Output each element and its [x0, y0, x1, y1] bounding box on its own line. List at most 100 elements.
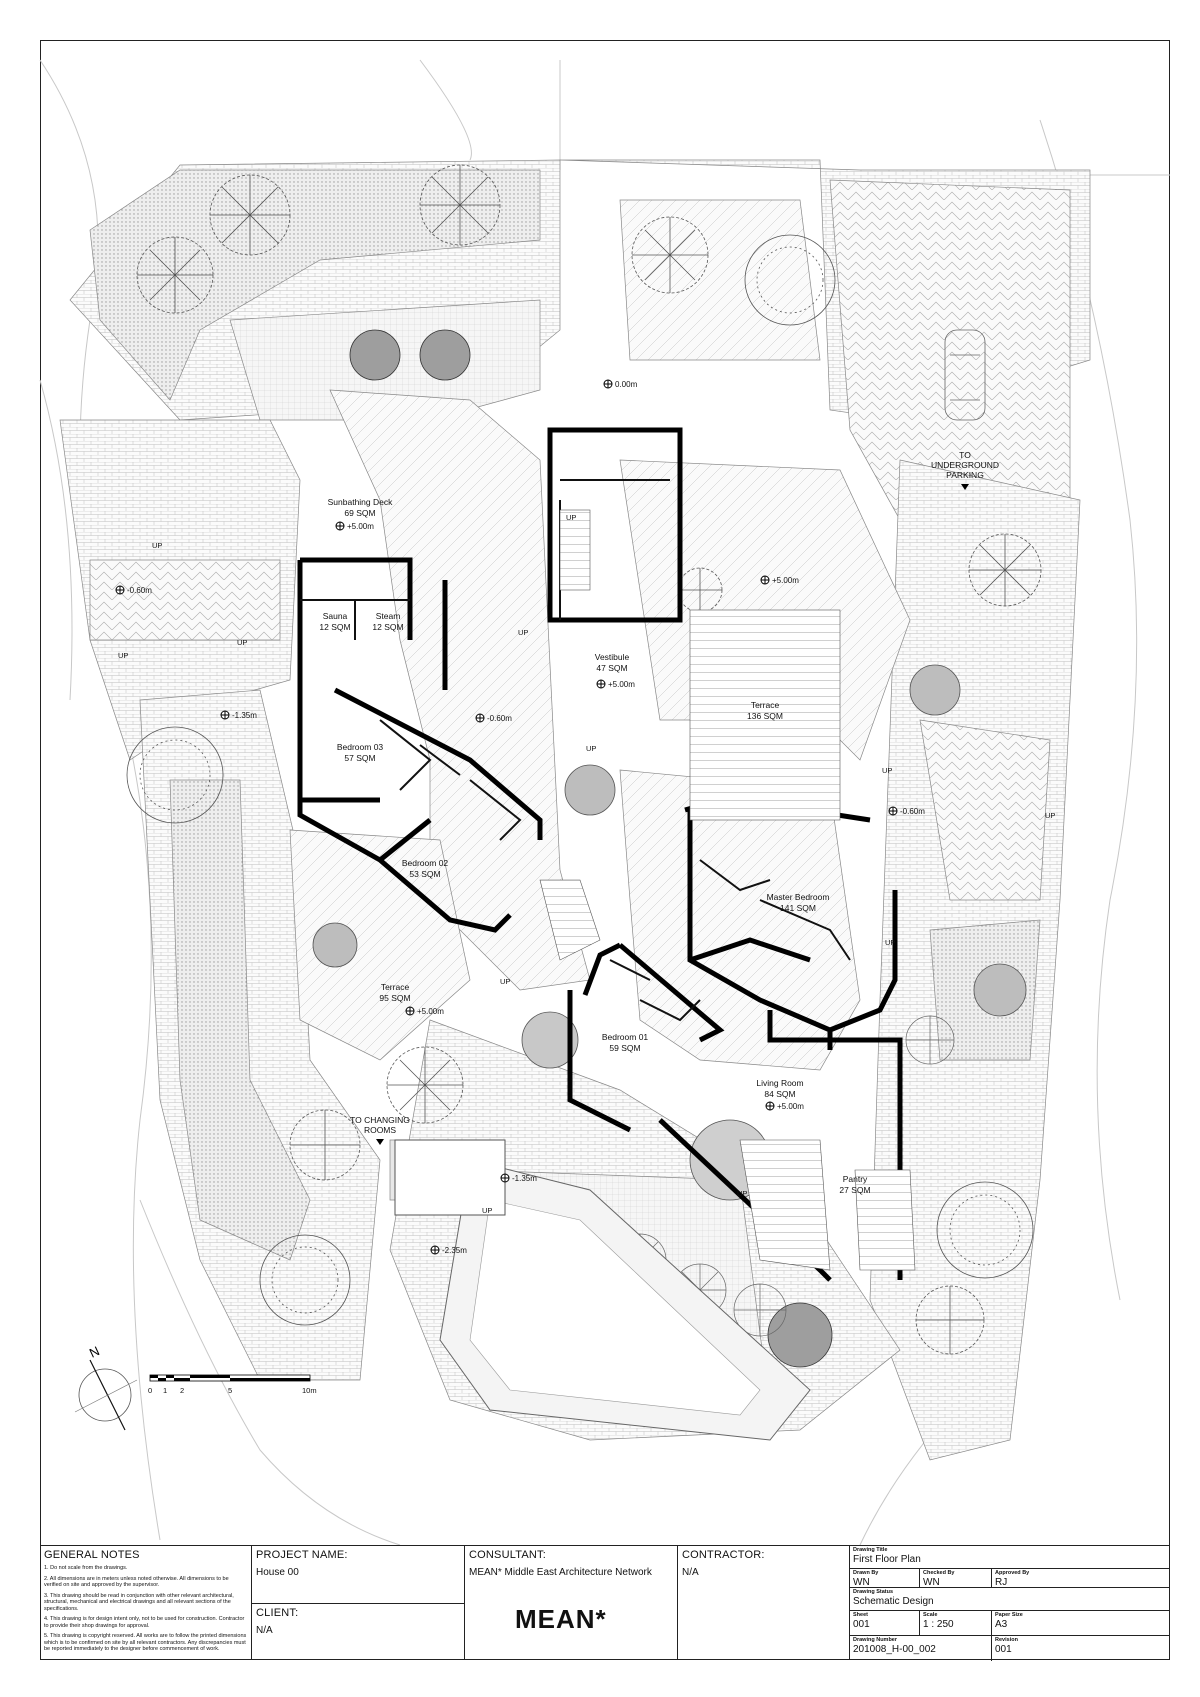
level-marker-pool-upper: -1.35m [500, 1173, 537, 1183]
client-label: CLIENT: [256, 1607, 299, 1619]
sauna-area: 12 SQM [319, 622, 350, 632]
level-marker-left-upper: -0.60m [115, 585, 152, 595]
canopy-tree-1 [744, 234, 836, 326]
up-label-5: UP [518, 628, 528, 637]
checked-by-label: Checked By [923, 1570, 955, 1576]
stair-core-walls [547, 427, 683, 623]
paper-label: Paper Size [995, 1612, 1023, 1618]
note-4: 4. This drawing is for design intent onl… [44, 1616, 245, 1629]
general-notes: GENERAL NOTES 1. Do not scale from the d… [40, 1546, 252, 1660]
terrace-95-area: 95 SQM [379, 993, 410, 1003]
contractor-label: CONTRACTOR: [682, 1549, 765, 1561]
level-markers: +5.00m 0.00m +5.00m -0.60m +5.00m -1.35m… [115, 379, 925, 1255]
drawn-by-label: Drawn By [853, 1570, 879, 1576]
shrub-6 [973, 963, 1027, 1017]
drawing-info: Drawing Title First Floor Plan Drawn By … [850, 1546, 1170, 1661]
project-name-label: PROJECT NAME: [256, 1549, 348, 1561]
svg-text:+5.00m: +5.00m [417, 1007, 444, 1016]
drawing-status: Schematic Design [853, 1596, 934, 1607]
building-partitions [300, 479, 851, 1022]
up-label-11: UP [737, 1189, 747, 1198]
scale-tick-1: 1 [163, 1386, 167, 1395]
level-marker-left-mid: -1.35m [220, 710, 257, 720]
title-block: GENERAL NOTES 1. Do not scale from the d… [40, 1545, 1170, 1661]
scale-tick-5: 5 [228, 1386, 232, 1395]
vestibule-area: 47 SQM [596, 663, 627, 673]
sunbathing-deck-area: 69 SQM [344, 508, 375, 518]
level-marker-terrace-left: +5.00m [405, 1006, 444, 1016]
shrub-3 [767, 1302, 833, 1368]
revision-value: 001 [995, 1644, 1012, 1655]
scale-tick-2: 2 [180, 1386, 184, 1395]
master-bedroom-area: 141 SQM [780, 903, 816, 913]
up-label-7: UP [882, 766, 892, 775]
level-marker-living: +5.00m [765, 1101, 804, 1111]
drawing-number: 201008_H-00_002 [853, 1644, 936, 1655]
scale-bar: 0 1 2 5 10m [148, 1374, 317, 1395]
bedroom-01-area: 59 SQM [609, 1043, 640, 1053]
pantry-area: 27 SQM [839, 1185, 870, 1195]
terrace-95-name: Terrace [381, 982, 410, 992]
up-label-6: UP [586, 744, 596, 753]
svg-text:+5.00m: +5.00m [777, 1102, 804, 1111]
approved-by: RJ [995, 1577, 1008, 1588]
level-marker-sunbathing: +5.00m [335, 521, 374, 531]
palm-tree-8 [915, 1285, 985, 1355]
north-label: N [87, 1343, 102, 1361]
swimming-pool [394, 1139, 811, 1441]
svg-text:-0.60m: -0.60m [487, 714, 512, 723]
up-label-3: UP [237, 638, 247, 647]
status-label: Drawing Status [853, 1589, 894, 1595]
shrub-2 [419, 329, 471, 381]
drawn-by: WN [853, 1577, 870, 1588]
car-icon [944, 329, 986, 421]
palm-tree-6 [386, 1046, 464, 1124]
level-marker-pool: -2.35m [430, 1245, 467, 1255]
bedroom-01-name: Bedroom 01 [602, 1032, 649, 1042]
up-label-1: UP [152, 541, 162, 550]
scale-value: 1 : 250 [923, 1619, 954, 1630]
shrub-7 [312, 922, 358, 968]
level-marker-vestibule: +5.00m [596, 679, 635, 689]
svg-text:+5.00m: +5.00m [772, 576, 799, 585]
changing-label-1: TO CHANGING [350, 1115, 410, 1125]
svg-text:-0.60m: -0.60m [900, 807, 925, 816]
stairs [539, 509, 916, 1271]
consultant-value: MEAN* Middle East Architecture Network [469, 1567, 652, 1578]
steam-name: Steam [376, 611, 401, 621]
steam-area: 12 SQM [372, 622, 403, 632]
svg-text:+5.00m: +5.00m [608, 680, 635, 689]
project-name: House 00 [256, 1567, 299, 1578]
palm-tree-3 [419, 164, 501, 246]
bedroom-02-area: 53 SQM [409, 869, 440, 879]
checked-by: WN [923, 1577, 940, 1588]
up-label-4: UP [566, 513, 576, 522]
bedroom-03-area: 57 SQM [344, 753, 375, 763]
drawing-title-label: Drawing Title [853, 1547, 888, 1553]
palm-tree-1 [209, 174, 291, 256]
terrace-136-name: Terrace [751, 700, 780, 710]
consultant-column: CONSULTANT: MEAN* Middle East Architectu… [465, 1546, 678, 1660]
sheet-label: Sheet [853, 1612, 868, 1618]
consultant-label: CONSULTANT: [469, 1549, 546, 1561]
palm-tree-7 [289, 1109, 361, 1181]
svg-text:+5.00m: +5.00m [347, 522, 374, 531]
shrub-4 [564, 764, 616, 816]
level-marker-center: -0.60m [475, 713, 512, 723]
contractor-value: N/A [682, 1567, 699, 1578]
living-room-name: Living Room [756, 1078, 803, 1088]
palm-tree-4 [631, 216, 709, 294]
scale-tick-0: 0 [148, 1386, 152, 1395]
changing-arrow-icon [376, 1139, 384, 1145]
building-walls [297, 427, 903, 1282]
svg-text:0.00m: 0.00m [615, 380, 638, 389]
svg-text:-0.60m: -0.60m [127, 586, 152, 595]
plunge-pool [394, 1139, 506, 1216]
up-label-8: UP [1045, 811, 1055, 820]
up-label-12: UP [482, 1206, 492, 1215]
up-label-10: UP [885, 938, 895, 947]
terrace-136-area: 136 SQM [747, 711, 783, 721]
level-marker-top: 0.00m [603, 379, 638, 389]
scale-tick-10: 10m [302, 1386, 317, 1395]
